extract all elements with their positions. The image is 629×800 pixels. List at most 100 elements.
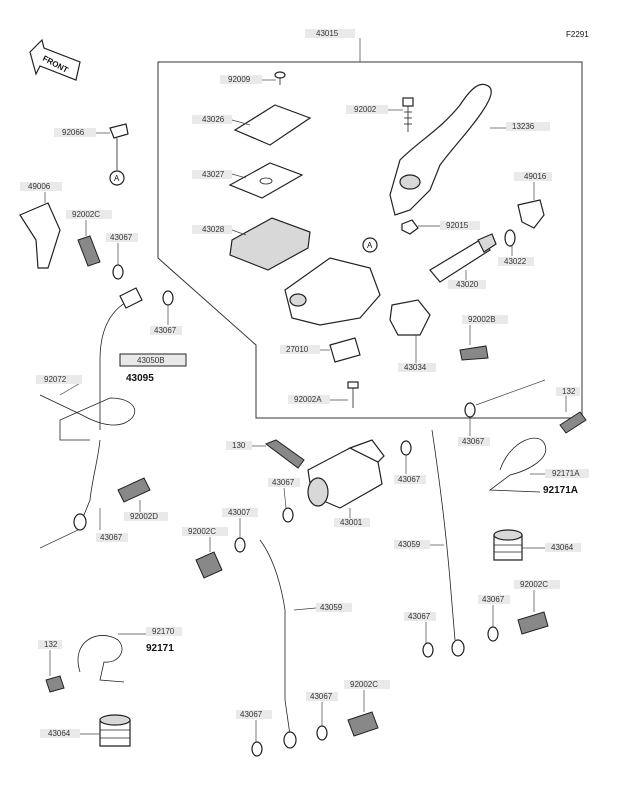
svg-text:43067: 43067 [240,710,263,719]
part-label-43001[interactable]: 43001 [334,518,370,527]
svg-text:92002B: 92002B [468,315,496,324]
part-label-43067-f[interactable]: 43067 [96,533,128,542]
part-label-92002[interactable]: 92002 [346,105,388,114]
part-label-92002B[interactable]: 92002B [462,315,508,324]
part-label-43026[interactable]: 43026 [192,115,232,124]
svg-text:43067: 43067 [100,533,123,542]
part-label-43067-c[interactable]: 43067 [458,437,490,446]
svg-text:43026: 43026 [202,115,225,124]
svg-text:92170: 92170 [152,627,175,636]
washer-icon-7 [487,626,499,642]
svg-text:92171A: 92171A [552,469,580,478]
svg-text:130: 130 [232,441,246,450]
svg-text:13236: 13236 [512,122,535,131]
part-label-92171A[interactable]: 92171A [545,469,589,478]
svg-text:43015: 43015 [316,29,339,38]
part-label-43064-a[interactable]: 43064 [545,543,581,552]
svg-text:92009: 92009 [228,75,251,84]
svg-text:43067: 43067 [482,595,505,604]
part-label-92002A[interactable]: 92002A [288,395,330,404]
part-label-92170[interactable]: 92170 [146,627,182,636]
part-label-43067-h[interactable]: 43067 [404,612,436,621]
part-label-43064-b[interactable]: 43064 [40,729,80,738]
diaphragm-plate-icon [228,162,304,199]
grommet-icon [493,529,523,561]
diaphragm-icon [229,217,311,271]
part-number-43095: 43095 [126,373,154,384]
part-label-49006[interactable]: 49006 [20,182,62,191]
part-label-92002D[interactable]: 92002D [124,512,168,521]
svg-text:43067: 43067 [310,692,333,701]
banjo-bolt-icon-3 [195,551,223,579]
part-label-43059-a[interactable]: 43059 [316,603,352,612]
hose-clamp-icon [39,394,136,441]
part-label-130[interactable]: 130 [226,441,252,450]
grommet-icon-2 [99,714,131,747]
hose-clip-icon-2 [77,635,125,683]
part-label-43067-e[interactable]: 43067 [268,478,300,487]
bolt-icon [402,97,414,132]
part-label-49016[interactable]: 49016 [514,172,552,181]
svg-text:92002C: 92002C [350,680,378,689]
svg-text:43067: 43067 [462,437,485,446]
part-label-43015[interactable]: 43015 [305,29,355,38]
part-label-43059-b[interactable]: 43059 [394,540,430,549]
washer-icon-10 [251,741,263,757]
mounting-bolt-icon-2 [45,675,65,693]
part-label-43022[interactable]: 43022 [498,257,534,266]
svg-text:43001: 43001 [340,518,363,527]
banjo-bolt-icon-2 [117,477,151,503]
brake-hose-icon-4 [431,429,456,641]
part-label-43028[interactable]: 43028 [192,225,232,234]
banjo-bolt-icon-5 [347,711,379,737]
svg-text:132: 132 [44,640,58,649]
brake-switch-icon [329,337,361,363]
part-label-43067-b[interactable]: 43067 [150,326,182,335]
part-label-43034[interactable]: 43034 [398,363,436,372]
part-label-43027[interactable]: 43027 [192,170,232,179]
banjo-bolt-icon [77,235,101,267]
svg-text:43020: 43020 [456,280,479,289]
part-label-92066[interactable]: 92066 [54,128,96,137]
screw-icon [274,71,286,85]
part-label-92002C-c[interactable]: 92002C [514,580,560,589]
part-label-92072[interactable]: 92072 [36,375,82,384]
washer-icon [112,264,124,280]
part-label-92002C-d[interactable]: 92002C [344,680,390,689]
part-label-43007[interactable]: 43007 [222,508,258,517]
washer-icon-8 [422,642,434,658]
part-label-92015[interactable]: 92015 [440,221,480,230]
clamp-bolt-icon [459,345,489,361]
svg-text:43067: 43067 [398,475,421,484]
part-label-27010[interactable]: 27010 [280,345,320,354]
svg-text:43022: 43022 [504,257,527,266]
part-number-92171A: 92171A [543,485,578,496]
callout-a-marker-2: A [362,237,378,253]
part-label-43067-a[interactable]: 43067 [106,233,138,242]
part-label-43067-j[interactable]: 43067 [236,710,272,719]
part-label-43050B[interactable]: 43050B [119,353,187,367]
hose-bolt-icon [264,439,305,469]
part-label-132-a[interactable]: 132 [556,387,580,396]
washer-icon-4 [400,440,412,456]
caliper-cylinder-icon [307,439,385,509]
part-label-92009[interactable]: 92009 [220,75,262,84]
svg-text:43059: 43059 [398,540,421,549]
svg-text:A: A [114,174,120,183]
part-label-43067-g[interactable]: 43067 [478,595,510,604]
svg-text:132: 132 [562,387,576,396]
switch-screw-icon [347,381,359,408]
part-label-43020[interactable]: 43020 [448,280,486,289]
nut-icon [401,219,419,235]
washer-icon-2 [162,290,174,306]
master-cylinder-icon [284,257,381,326]
part-label-43067-d[interactable]: 43067 [394,475,426,484]
part-label-132-b[interactable]: 132 [38,640,62,649]
rubber-cover-icon [19,202,61,269]
svg-text:43067: 43067 [110,233,133,242]
part-label-13236[interactable]: 13236 [506,122,550,131]
part-label-92002C-b[interactable]: 92002C [182,527,228,536]
part-label-92002C-a[interactable]: 92002C [66,210,112,219]
part-label-43067-i[interactable]: 43067 [306,692,338,701]
